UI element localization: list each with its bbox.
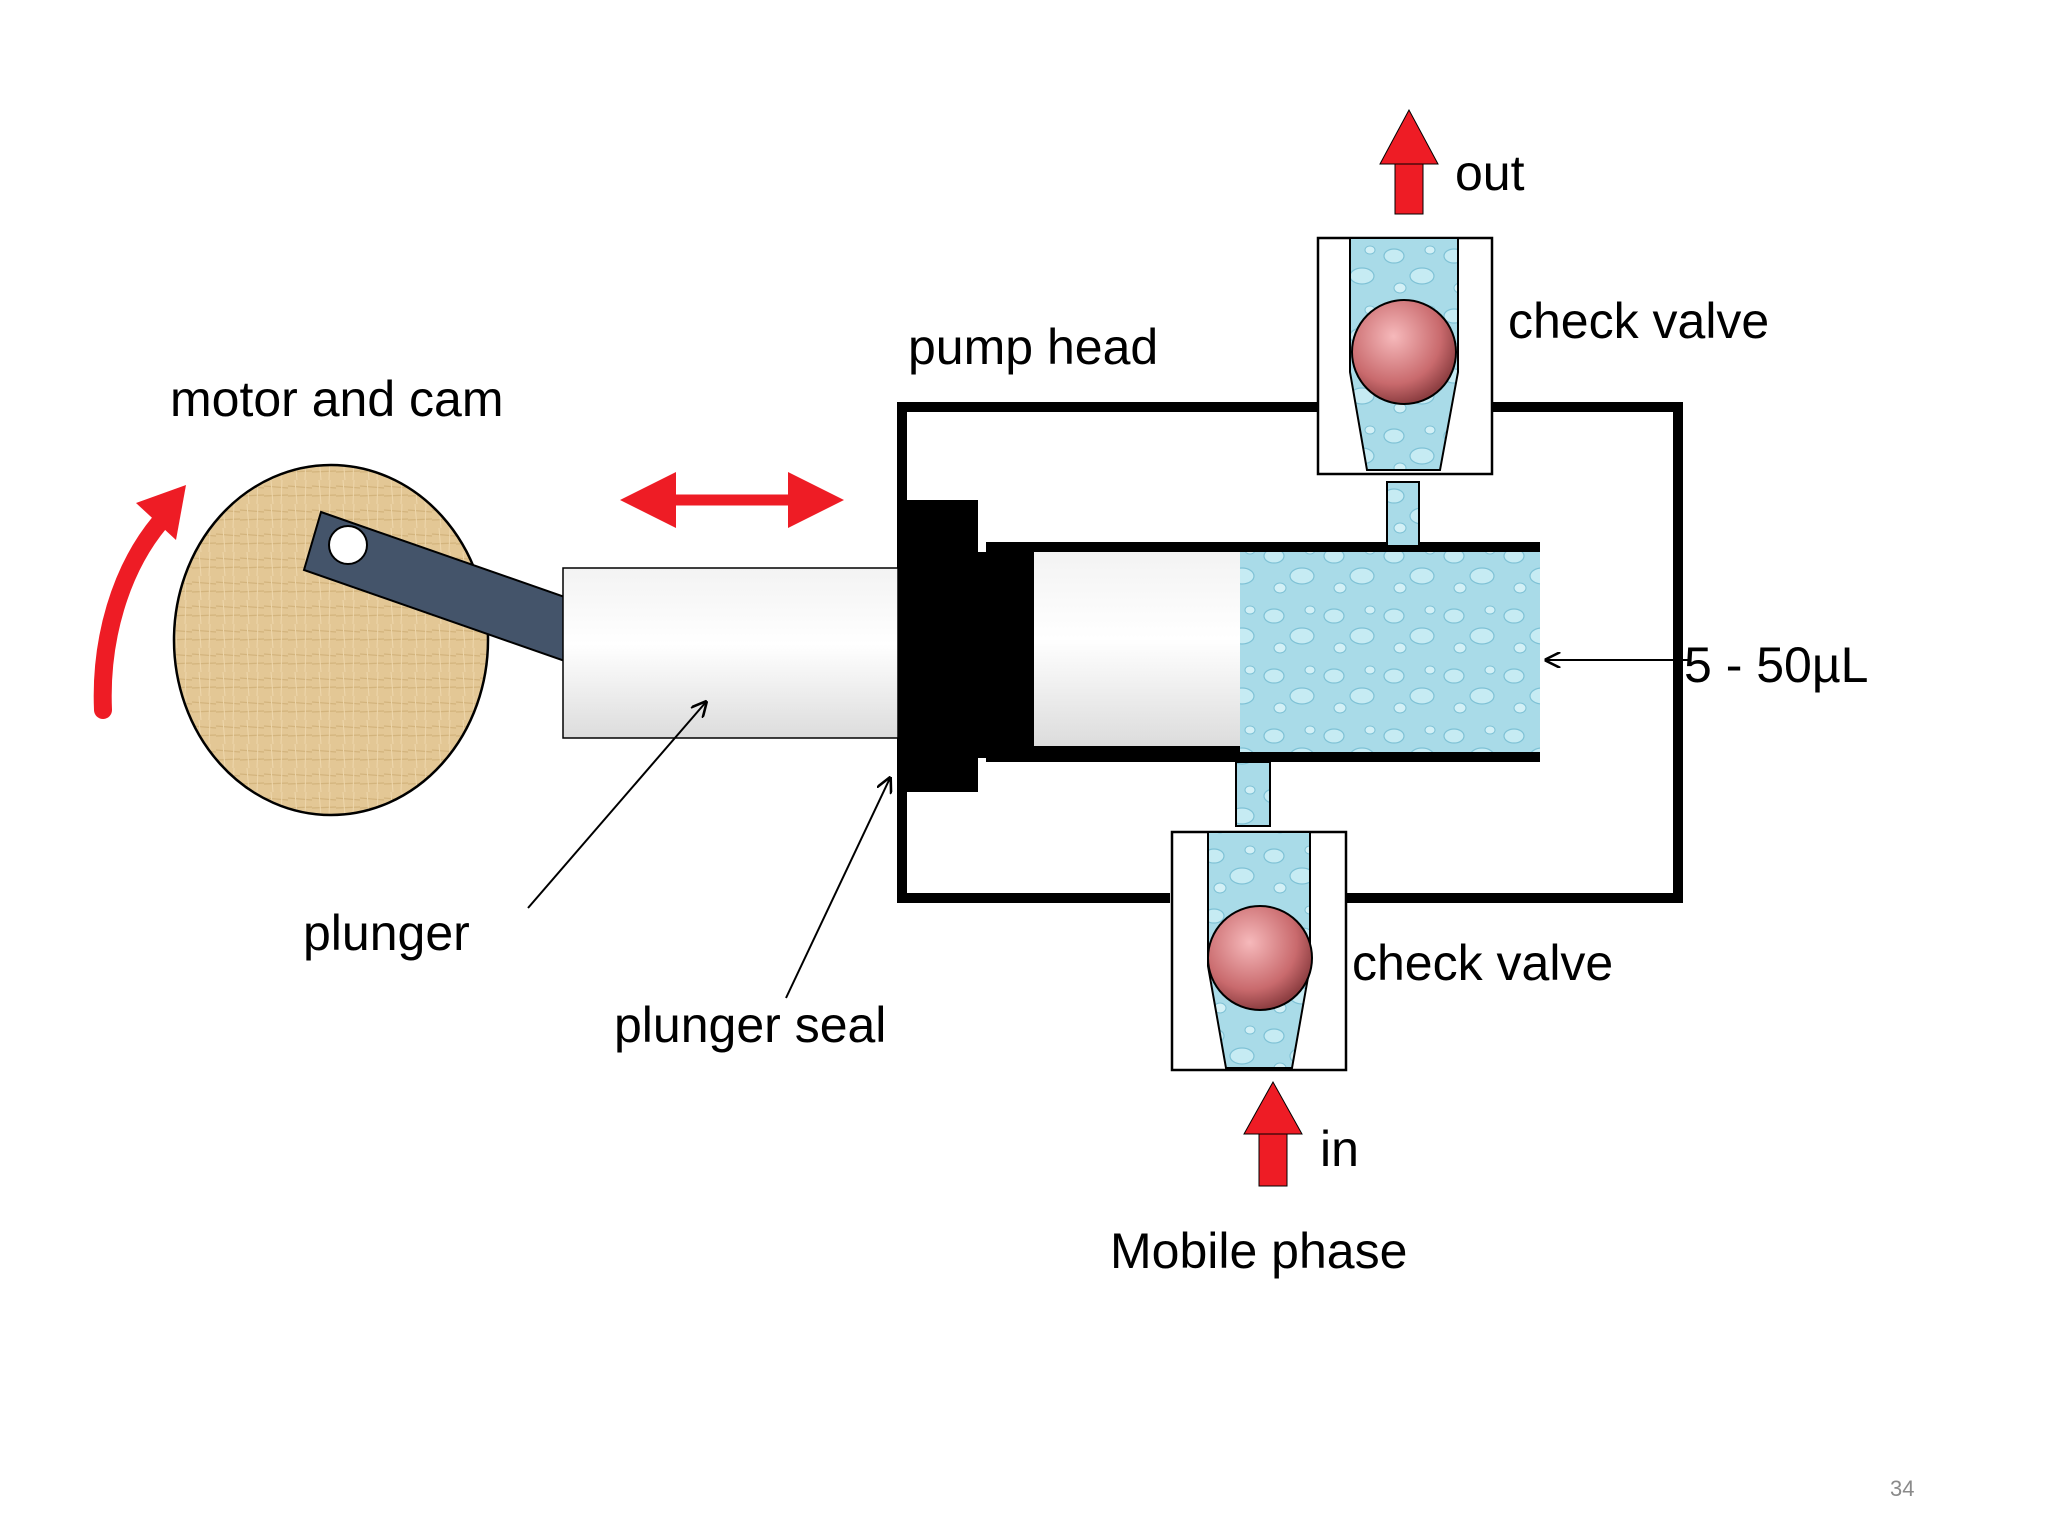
plunger-seal-pointer	[785, 778, 890, 999]
out-label: out	[1455, 145, 1525, 201]
check-valve-ball	[1351, 299, 1457, 405]
chamber-liquid	[1240, 552, 1540, 752]
pump-head-label: pump head	[908, 319, 1158, 375]
check-valve-top-label: check valve	[1508, 293, 1769, 349]
in-label: in	[1320, 1121, 1359, 1177]
plunger-label: plunger	[303, 905, 470, 961]
check-valve-top	[1316, 236, 1494, 547]
check-valve-bottom	[1170, 761, 1348, 1072]
double-headed-arrow-icon	[620, 472, 844, 528]
check-valve-bottom-label: check valve	[1352, 935, 1613, 991]
plunger-seal	[898, 500, 990, 792]
curved-arrow-icon	[93, 485, 186, 719]
plunger-seal-label: plunger seal	[614, 997, 886, 1053]
plunger	[562, 567, 899, 739]
motor-and-cam-label: motor and cam	[170, 371, 503, 427]
page-number: 34	[1890, 1476, 1914, 1501]
check-valve-ball	[1207, 905, 1313, 1011]
motor-and-cam	[172, 463, 644, 817]
mobile-phase-label: Mobile phase	[1110, 1223, 1407, 1279]
rod-pin-top	[328, 525, 368, 565]
flow-out-arrow-icon	[1379, 108, 1439, 215]
flow-in-arrow-icon	[1243, 1080, 1303, 1187]
volume-label: 5 - 50µL	[1684, 637, 1868, 693]
plunger-tip	[1034, 552, 1240, 746]
plunger-pointer	[527, 702, 706, 909]
